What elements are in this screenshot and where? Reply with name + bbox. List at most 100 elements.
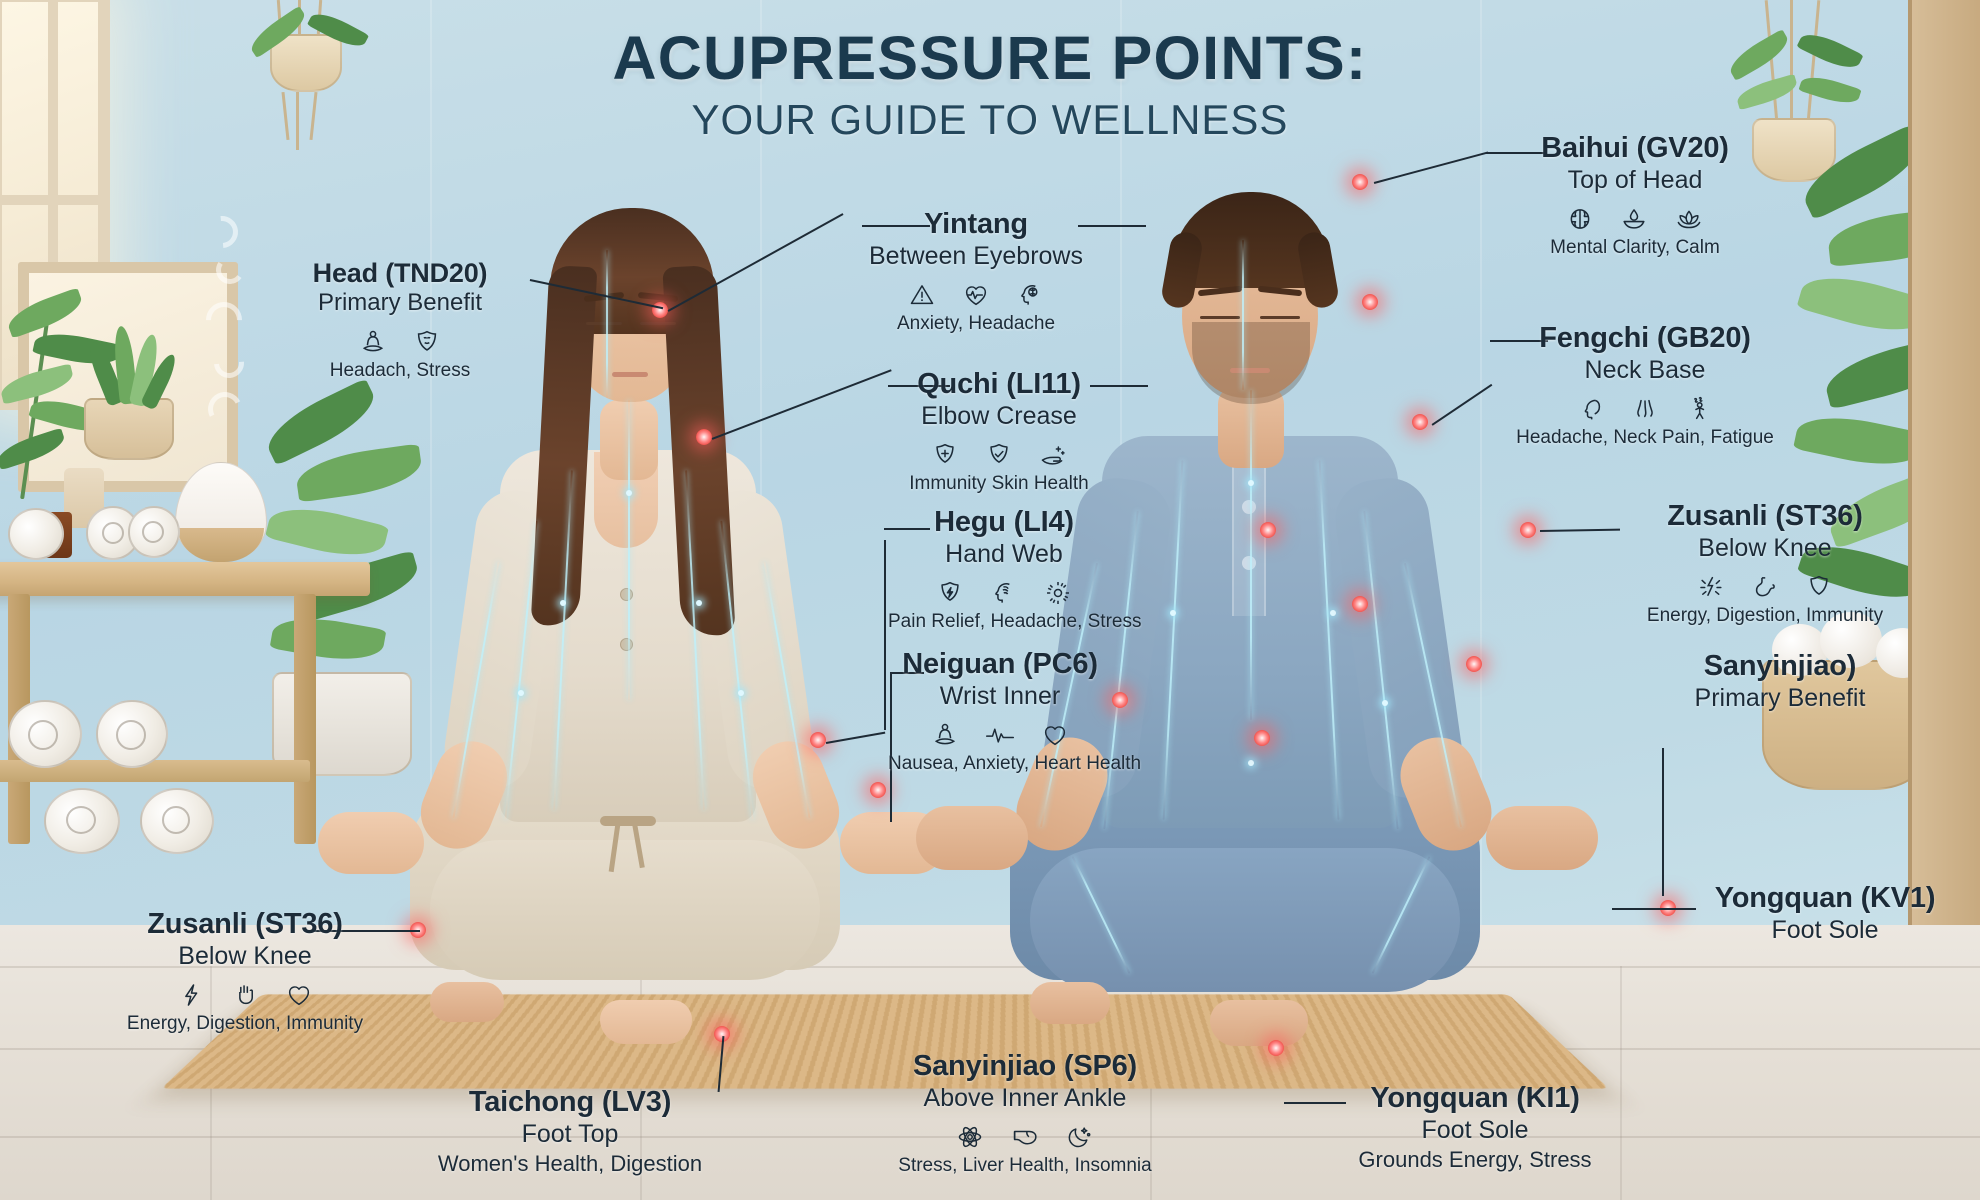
- label-fengchi-gb20[interactable]: Fengchi (GB20) Neck Base: [1510, 322, 1780, 449]
- acupoint-fengchi-male[interactable]: [1412, 414, 1428, 430]
- acupoint-arm-male-left[interactable]: [1112, 692, 1128, 708]
- side-table-shelf: [0, 760, 310, 782]
- label-yongquan-ki1[interactable]: Yongquan (KI1) Foot Sole Grounds Energy,…: [1310, 1082, 1640, 1173]
- oil-lamp-icon: [1620, 205, 1648, 233]
- label-head-tnd20[interactable]: Head (TND20) Primary Benefit Headach, St: [275, 258, 525, 382]
- label-title: Sanyinjiao): [1703, 650, 1857, 682]
- label-yongquan-kv1[interactable]: Yongquan (KV1) Foot Sole: [1700, 882, 1950, 945]
- label-location: Below Knee: [1698, 534, 1832, 563]
- label-yintang[interactable]: Yintang Between Eyebrows: [865, 208, 1087, 335]
- label-benefits: Energy, Digestion, Immunity: [1646, 605, 1884, 627]
- label-location: Primary Benefit: [1694, 684, 1866, 713]
- acupoint-quchi-female[interactable]: [696, 429, 712, 445]
- leader-line-sanyinjiao-right: [1662, 748, 1664, 896]
- wall-panel-seam: [430, 0, 432, 1010]
- acupoint-abdomen-male[interactable]: [1352, 596, 1368, 612]
- stomach-hand-icon: [231, 981, 259, 1009]
- label-title: Fengchi (GB20): [1539, 322, 1751, 354]
- acupoint-chest-male[interactable]: [1260, 522, 1276, 538]
- meditation-person-icon: [359, 328, 387, 356]
- head-profile-icon: [1577, 395, 1605, 423]
- label-location: Foot Sole: [1771, 916, 1879, 945]
- leader-line-yintang: [862, 225, 930, 227]
- label-icon-row: [888, 719, 1112, 749]
- head-brain-icon: [1016, 281, 1044, 309]
- label-location: Below Knee: [178, 942, 312, 971]
- liver-icon: [1010, 1123, 1040, 1151]
- wall-panel-seam: [1480, 0, 1482, 1010]
- label-sanyinjiao-sp6[interactable]: Sanyinjiao (SP6) Above Inner Ankle: [870, 1050, 1180, 1177]
- stomach-icon: [1751, 573, 1779, 601]
- leader-line-zusanli-left: [312, 930, 420, 932]
- leader-line-yintang-right: [1078, 225, 1146, 227]
- acupoint-yintang-female[interactable]: [652, 302, 668, 318]
- label-benefits: Nausea, Anxiety, Heart Health: [888, 753, 1142, 775]
- label-zusanli-st36-left[interactable]: Zusanli (ST36) Below Knee Energy, Digest…: [100, 908, 390, 1035]
- label-title: Zusanli (ST36): [147, 908, 343, 940]
- acupoint-neiguan-female[interactable]: [870, 782, 886, 798]
- leader-line-quchi: [888, 385, 950, 387]
- head-profile-icon: [990, 579, 1018, 607]
- towel-ball: [1772, 624, 1828, 676]
- floor-plank-seam: [1620, 966, 1622, 1200]
- label-location: Hand Web: [945, 540, 1063, 569]
- leader-line-yongquan-ki1: [1284, 1102, 1346, 1104]
- acupoint-baihui-male[interactable]: [1352, 174, 1368, 190]
- label-baihui-gv20[interactable]: Baihui (GV20) Top of Head: [1510, 132, 1760, 259]
- acupoint-yintang-male[interactable]: [1362, 294, 1378, 310]
- bolt-icon: [177, 981, 205, 1009]
- label-icon-row: [870, 1121, 1180, 1151]
- label-benefits: Energy, Digestion, Immunity: [126, 1013, 364, 1035]
- leader-line-yongquan-kv1: [1612, 908, 1696, 910]
- label-location: Primary Benefit: [317, 289, 483, 317]
- label-quchi-li11[interactable]: Quchi (LI11) Elbow Crease: [890, 368, 1108, 495]
- label-taichong-lv3[interactable]: Taichong (LV3) Foot Top Women's Health, …: [400, 1086, 740, 1177]
- hand-sparkle-icon: [1039, 441, 1067, 469]
- label-sanyinjiao-right[interactable]: Sanyinjiao) Primary Benefit: [1655, 650, 1905, 713]
- leader-line-quchi-right: [1090, 385, 1148, 387]
- label-location: Foot Top: [521, 1120, 619, 1149]
- heart-pulse-icon: [962, 281, 990, 309]
- floor-plank-line: [0, 966, 1980, 968]
- shield-stress-icon: [413, 328, 441, 356]
- leader-line-hegu-vertical: [884, 540, 886, 730]
- acupoint-arm-male[interactable]: [1466, 656, 1482, 672]
- acupoint-lower-abdomen-male[interactable]: [1254, 730, 1270, 746]
- label-neiguan-pc6[interactable]: Neiguan (PC6) Wrist Inner Nause: [888, 648, 1142, 775]
- label-hegu-li4[interactable]: Hegu (LI4) Hand Web: [888, 506, 1141, 633]
- label-location: Wrist Inner: [939, 682, 1061, 711]
- leader-line-fengchi: [1490, 340, 1548, 342]
- towel-spiral: [162, 806, 190, 834]
- label-location: Between Eyebrows: [868, 242, 1083, 271]
- acupoint-zusanli-male-upper[interactable]: [1520, 522, 1536, 538]
- label-icon-row: [890, 439, 1108, 469]
- label-location: Top of Head: [1567, 166, 1703, 195]
- label-benefits: Stress, Liver Health, Insomnia: [898, 1155, 1152, 1177]
- leader-line-baihui: [1486, 152, 1546, 154]
- floor-plank-line: [0, 1136, 1980, 1138]
- label-title: Sanyinjiao (SP6): [912, 1050, 1138, 1082]
- towel-spiral: [102, 522, 124, 544]
- heart-icon: [285, 981, 313, 1009]
- rolled-towel: [8, 508, 64, 560]
- label-title: Yongquan (KV1): [1714, 882, 1936, 914]
- label-icon-row: [275, 326, 525, 356]
- acupoint-hegu-female[interactable]: [810, 732, 826, 748]
- label-zusanli-st36-right[interactable]: Zusanli (ST36) Below Knee Energ: [1630, 500, 1900, 627]
- towel-spiral: [66, 806, 96, 834]
- label-title: Yongquan (KI1): [1370, 1082, 1580, 1114]
- label-benefits: Immunity Skin Health: [909, 473, 1089, 495]
- side-table-top: [0, 562, 370, 596]
- label-benefits: Grounds Energy, Stress: [1358, 1147, 1592, 1173]
- label-title: Baihui (GV20): [1541, 132, 1729, 164]
- acupoint-yongquan-male[interactable]: [1268, 1040, 1284, 1056]
- neck-muscle-icon: [1631, 395, 1659, 423]
- lotus-icon: [1674, 205, 1704, 233]
- acupoint-taichong-female[interactable]: [714, 1026, 730, 1042]
- label-benefits: Women's Health, Digestion: [437, 1151, 703, 1177]
- pulse-line-icon: [985, 721, 1015, 749]
- warning-triangle-icon: [908, 281, 936, 309]
- atom-icon: [956, 1123, 984, 1151]
- rolled-towel: [96, 700, 168, 768]
